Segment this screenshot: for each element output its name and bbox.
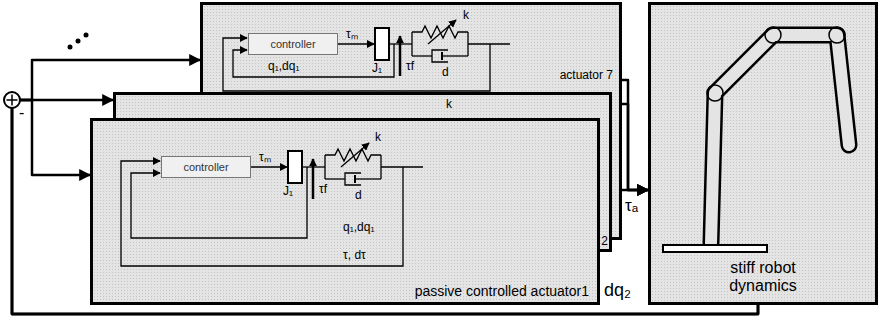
output-shaft [381, 166, 423, 167]
ellipsis-dot [76, 39, 81, 44]
actuator-panel: passive controlled actuator1 controller τₘ… [90, 118, 600, 305]
panel-label: actuator 7 [560, 69, 613, 83]
controller-label: controller [270, 38, 315, 51]
spring-symbol [412, 26, 468, 38]
symbol-label: k [446, 98, 452, 112]
symbol-label: τ, dτ [343, 249, 366, 263]
summing-junction [4, 92, 20, 108]
torque-signal [622, 80, 648, 190]
symbol-label: d [355, 189, 362, 203]
damper-rod [355, 178, 381, 179]
spring-symbol [325, 149, 381, 161]
ellipsis-dot [68, 45, 73, 50]
robot-joint [707, 85, 723, 101]
velocity-feedback [12, 100, 758, 314]
controller-box: controller [248, 33, 338, 55]
robot-link-body [711, 35, 849, 243]
symbol-label: τₘ [346, 28, 358, 42]
symbol-label: d [442, 66, 449, 80]
motor-inertia [375, 28, 389, 60]
panel-label: passive controlled actuator1 [415, 283, 589, 299]
symbol-label: τf [319, 183, 327, 197]
robot-base [663, 245, 767, 252]
robot-arm [663, 27, 849, 252]
actuator-mechanism [223, 20, 510, 91]
panel-label: stiff robot dynamics [698, 259, 828, 296]
symbol-label: τf [406, 60, 414, 74]
panel-drawing [93, 121, 597, 302]
signal-label: τₐ [625, 196, 638, 216]
ellipsis-dot [84, 33, 89, 38]
variable-stiffness-arrow [428, 20, 456, 44]
velocity-feedback [12, 60, 758, 314]
symbol-label: k [463, 9, 469, 23]
symbol-label: τₘ [259, 151, 271, 165]
spring-bar [411, 32, 412, 56]
spring-bar [324, 155, 325, 179]
symbol-label: q₁,dq₁ [268, 60, 299, 74]
damper-rod [325, 178, 345, 179]
damper-rod [412, 55, 432, 56]
robot-panel: stiff robot dynamics [648, 2, 878, 305]
symbol-label: J₁ [372, 62, 382, 76]
variable-stiffness-arrow [341, 143, 369, 167]
symbol-label: k [375, 131, 381, 145]
summing-cross [7, 95, 18, 106]
torque-arrow [338, 43, 374, 44]
output-shaft [468, 43, 510, 44]
velocity-feedback [12, 100, 758, 314]
friction-arrow [312, 159, 315, 199]
torque-arrow [251, 166, 287, 167]
panel-drawing [651, 5, 875, 302]
controller-label: controller [183, 161, 228, 174]
symbol-label: J₁ [283, 185, 293, 199]
damper-rod [442, 55, 468, 56]
friction-arrow [399, 36, 402, 76]
motor-inertia [288, 151, 302, 183]
signal-label: dq₂ [604, 280, 631, 301]
controller-box: controller [161, 156, 251, 178]
panel-label: 2 [601, 235, 608, 249]
robot-joint [829, 27, 845, 43]
symbol-label: q₁,dq₁ [343, 221, 374, 235]
signal-label: - [19, 104, 24, 122]
actuator-mechanism [121, 143, 423, 266]
robot-link-outline [711, 35, 849, 243]
robot-joint [765, 27, 781, 43]
